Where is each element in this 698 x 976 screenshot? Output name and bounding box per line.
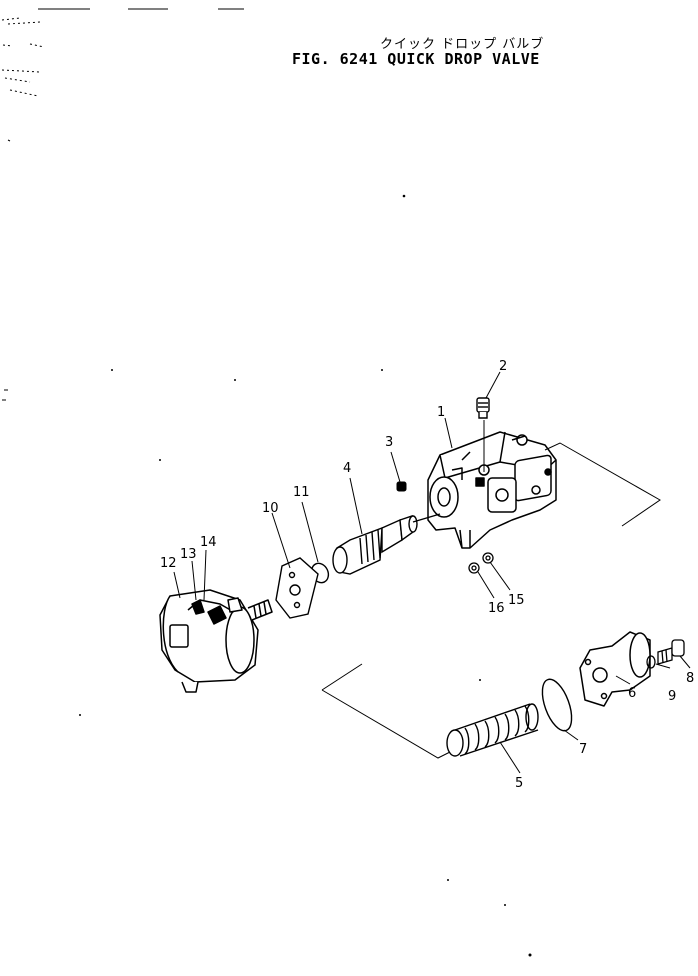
callout-7: 7	[579, 742, 587, 757]
callout-13: 13	[180, 547, 197, 562]
callout-3: 3	[385, 435, 393, 450]
callout-5: 5	[515, 776, 523, 791]
callout-15: 15	[508, 593, 525, 608]
callout-1: 1	[437, 405, 445, 420]
figure-title-english: FIG. 6241 QUICK DROP VALVE	[292, 50, 540, 68]
part-12-solenoid-assembly	[159, 589, 273, 693]
scan-artifact-marks	[1, 8, 244, 401]
part-9-washer	[646, 655, 656, 669]
callout-14: 14	[200, 535, 217, 550]
callout-8: 8	[686, 671, 694, 686]
callout-leader-lines	[173, 371, 691, 774]
callout-4: 4	[343, 461, 351, 476]
part-16-nut	[468, 562, 480, 574]
part-2-plug	[476, 397, 490, 472]
callout-10: 10	[262, 501, 279, 516]
figure-title-japanese: クイック ドロップ バルブ	[380, 37, 545, 52]
part-7-o-ring	[541, 678, 573, 732]
callout-labels: 1 2 3 4 5 6 7 8 9 10 11 12 13 14 15 16	[160, 359, 694, 791]
part-3-small-plug	[396, 481, 407, 492]
part-1-valve-body	[427, 431, 557, 549]
part-8-bolt	[657, 639, 685, 665]
callout-2: 2	[499, 359, 507, 374]
leader-bracket-lower-line	[321, 663, 451, 759]
callout-9: 9	[668, 689, 676, 704]
part-5-spring	[446, 703, 539, 757]
part-10-gasket	[275, 557, 319, 619]
callout-16: 16	[488, 601, 505, 616]
part-4-spool	[332, 513, 441, 575]
callout-6: 6	[628, 686, 636, 701]
scan-dust-dots	[79, 194, 532, 957]
leader-bracket-upper	[544, 442, 661, 527]
part-6-cover	[579, 631, 651, 707]
callout-12: 12	[160, 556, 177, 571]
part-15-nut	[482, 552, 494, 564]
callout-11: 11	[293, 485, 310, 500]
